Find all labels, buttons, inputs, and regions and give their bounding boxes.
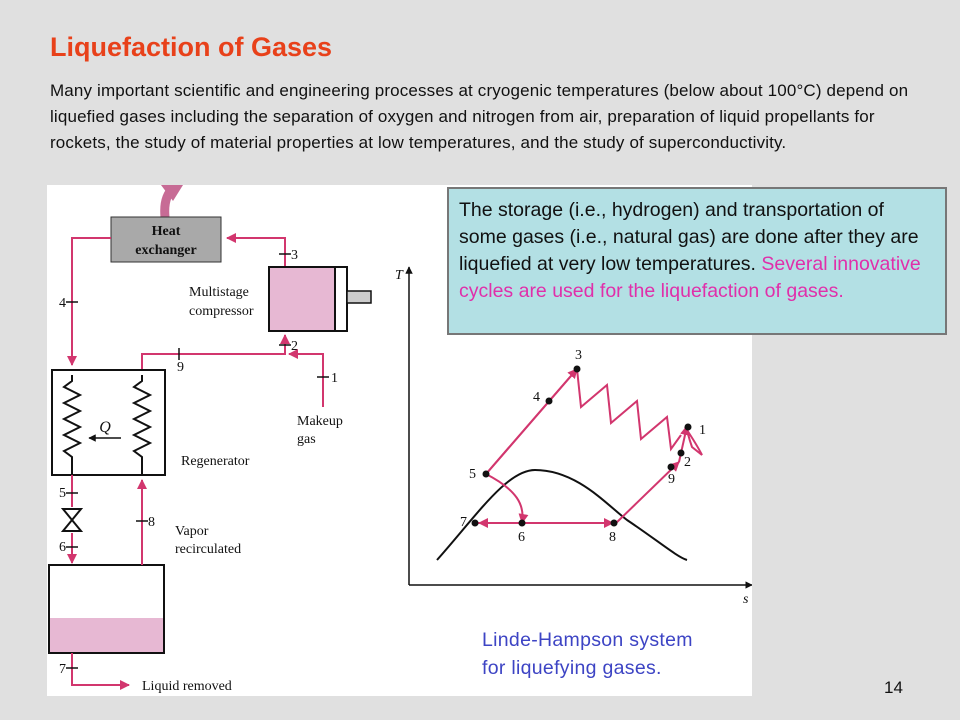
caption-line-1: Linde-Hampson system — [482, 629, 693, 651]
makeup-gas-line — [288, 349, 324, 407]
process-8-9 — [613, 461, 680, 526]
ts-x-axis-label: s — [743, 592, 749, 607]
ts-y-axis-label: T — [395, 268, 404, 283]
compressor-cylinder — [268, 266, 336, 332]
vapor-label-2: recirculated — [175, 542, 241, 557]
heat-exchanger — [110, 216, 222, 263]
flow-line-2 — [141, 334, 290, 370]
regenerator-coil-hot — [61, 375, 83, 475]
process-5-6 — [485, 473, 529, 524]
schematic-state-6: 6 — [59, 540, 66, 555]
ts-label-3: 3 — [575, 348, 582, 363]
heat-exchanger-label-2: exchanger — [135, 243, 196, 258]
compressor-piston — [334, 266, 348, 332]
slide-title: Liquefaction of Gases — [50, 32, 333, 62]
schematic-state-1: 1 — [331, 371, 338, 386]
ts-point-7 — [471, 519, 479, 527]
process-compression — [576, 368, 682, 452]
liquid-level — [50, 618, 163, 652]
info-callout: The storage (i.e., hydrogen) and transpo… — [447, 187, 947, 335]
ts-point-3 — [573, 365, 581, 373]
makeup-label-1: Makeup — [297, 414, 343, 429]
regenerator-label: Regenerator — [181, 454, 250, 469]
caption-line-2: for liquefying gases. — [482, 657, 662, 679]
ts-point-6 — [518, 519, 526, 527]
throttle-valve — [60, 508, 84, 532]
ts-label-6: 6 — [518, 530, 525, 545]
ts-point-4 — [545, 397, 553, 405]
compressor-label-2: compressor — [189, 304, 254, 319]
linde-hampson-figure: Heat exchanger 3 4 Multistage compressor… — [48, 185, 752, 694]
flow-line-7 — [71, 653, 130, 690]
ts-label-9: 9 — [668, 472, 675, 487]
ts-label-2: 2 — [684, 455, 691, 470]
vapor-label-1: Vapor — [175, 524, 209, 539]
compressor-label-1: Multistage — [189, 285, 249, 300]
page-number: 14 — [884, 678, 903, 697]
ts-point-9 — [667, 463, 675, 471]
ts-point-1 — [684, 423, 692, 431]
schematic-state-2: 2 — [291, 339, 298, 354]
figure-caption: Linde-Hampson system for liquefying gase… — [482, 626, 693, 682]
liquid-removed-label: Liquid removed — [142, 679, 232, 694]
heat-rejection-arrowhead — [161, 185, 183, 201]
ts-label-4: 4 — [533, 390, 540, 405]
ts-point-8 — [610, 519, 618, 527]
ts-point-2 — [677, 449, 685, 457]
schematic-state-4: 4 — [59, 296, 66, 311]
compressor-rod — [346, 290, 372, 304]
schematic-state-7: 7 — [59, 662, 66, 677]
schematic-state-8: 8 — [148, 515, 155, 530]
ts-label-7: 7 — [460, 515, 467, 530]
flow-line-3 — [226, 233, 286, 267]
heat-q-label: Q — [99, 419, 111, 436]
ts-point-5 — [482, 470, 490, 478]
ts-label-1: 1 — [699, 423, 706, 438]
info-highlight-text: Several innovative cycles are used for t… — [459, 253, 921, 302]
makeup-label-2: gas — [297, 432, 316, 447]
ts-label-5: 5 — [469, 467, 476, 482]
heat-exchanger-label-1: Heat — [152, 224, 181, 239]
saturation-dome — [436, 468, 688, 561]
flow-line-4 — [67, 237, 111, 366]
process-3-5 — [485, 368, 578, 475]
intro-paragraph: Many important scientific and engineerin… — [50, 81, 909, 152]
schematic-state-3: 3 — [291, 248, 298, 263]
regenerator-coil-cold — [131, 375, 153, 475]
info-text: The storage (i.e., hydrogen) and transpo… — [459, 199, 919, 275]
schematic-state-5: 5 — [59, 486, 66, 501]
schematic-state-9: 9 — [177, 360, 184, 375]
ts-label-8: 8 — [609, 530, 616, 545]
